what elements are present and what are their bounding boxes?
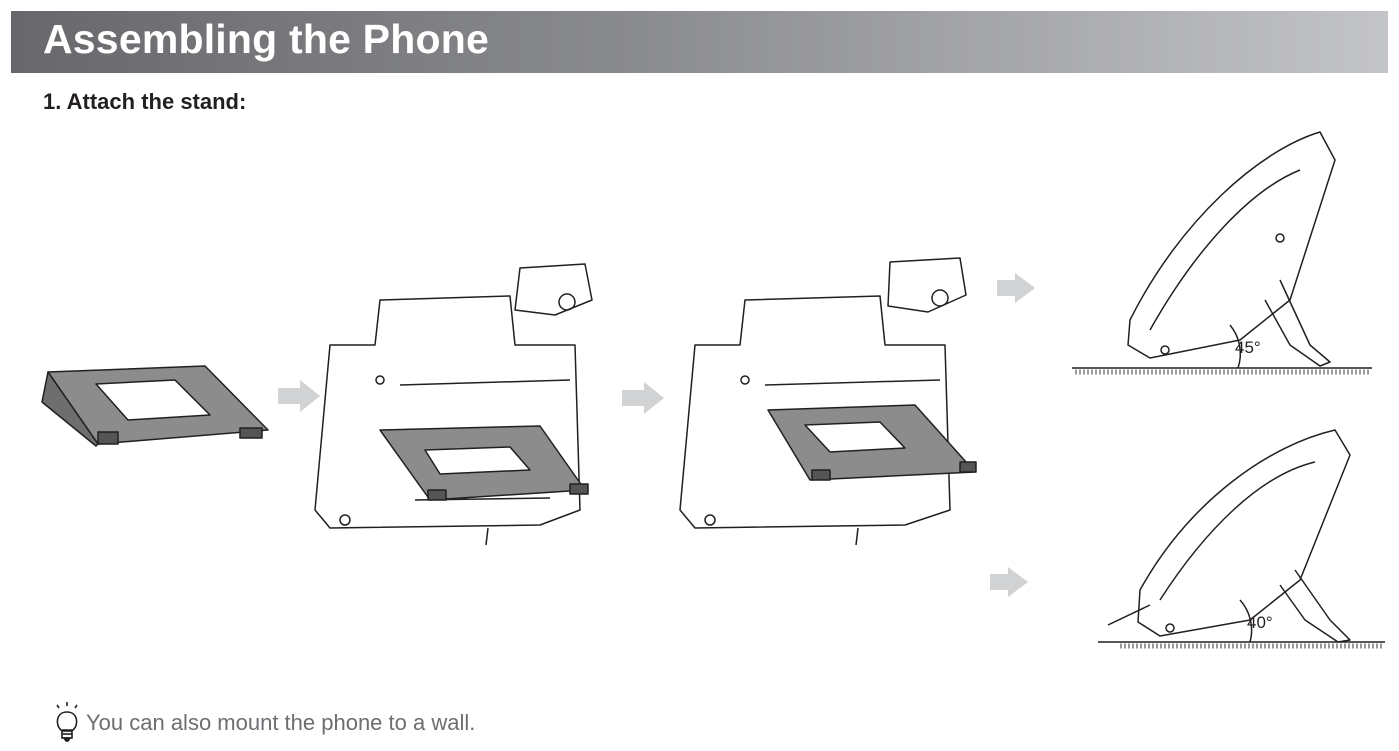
phone-side-40-image (1098, 429, 1385, 649)
arrow-icon (278, 380, 320, 412)
arrow-icon (990, 567, 1028, 597)
page-title: Assembling the Phone (43, 16, 489, 62)
phone-back-with-stand-image (314, 263, 593, 546)
angle-label-40: 40° (1247, 613, 1273, 632)
arrow-icon (622, 382, 664, 414)
angle-label-45: 45° (1235, 338, 1261, 357)
stand-image (41, 365, 269, 447)
phone-side-45-image (1072, 131, 1372, 375)
phone-back-stand-attached-image (679, 257, 977, 546)
tip-note: You can also mount the phone to a wall. (52, 702, 475, 744)
lightbulb-icon (56, 702, 78, 742)
assembly-illustration: 45° 40° (41, 131, 1385, 649)
section-header: Assembling the Phone (11, 11, 1388, 73)
tip-text: You can also mount the phone to a wall. (86, 710, 476, 735)
arrow-icon (997, 273, 1035, 303)
step-heading: 1. Attach the stand: (43, 89, 247, 114)
